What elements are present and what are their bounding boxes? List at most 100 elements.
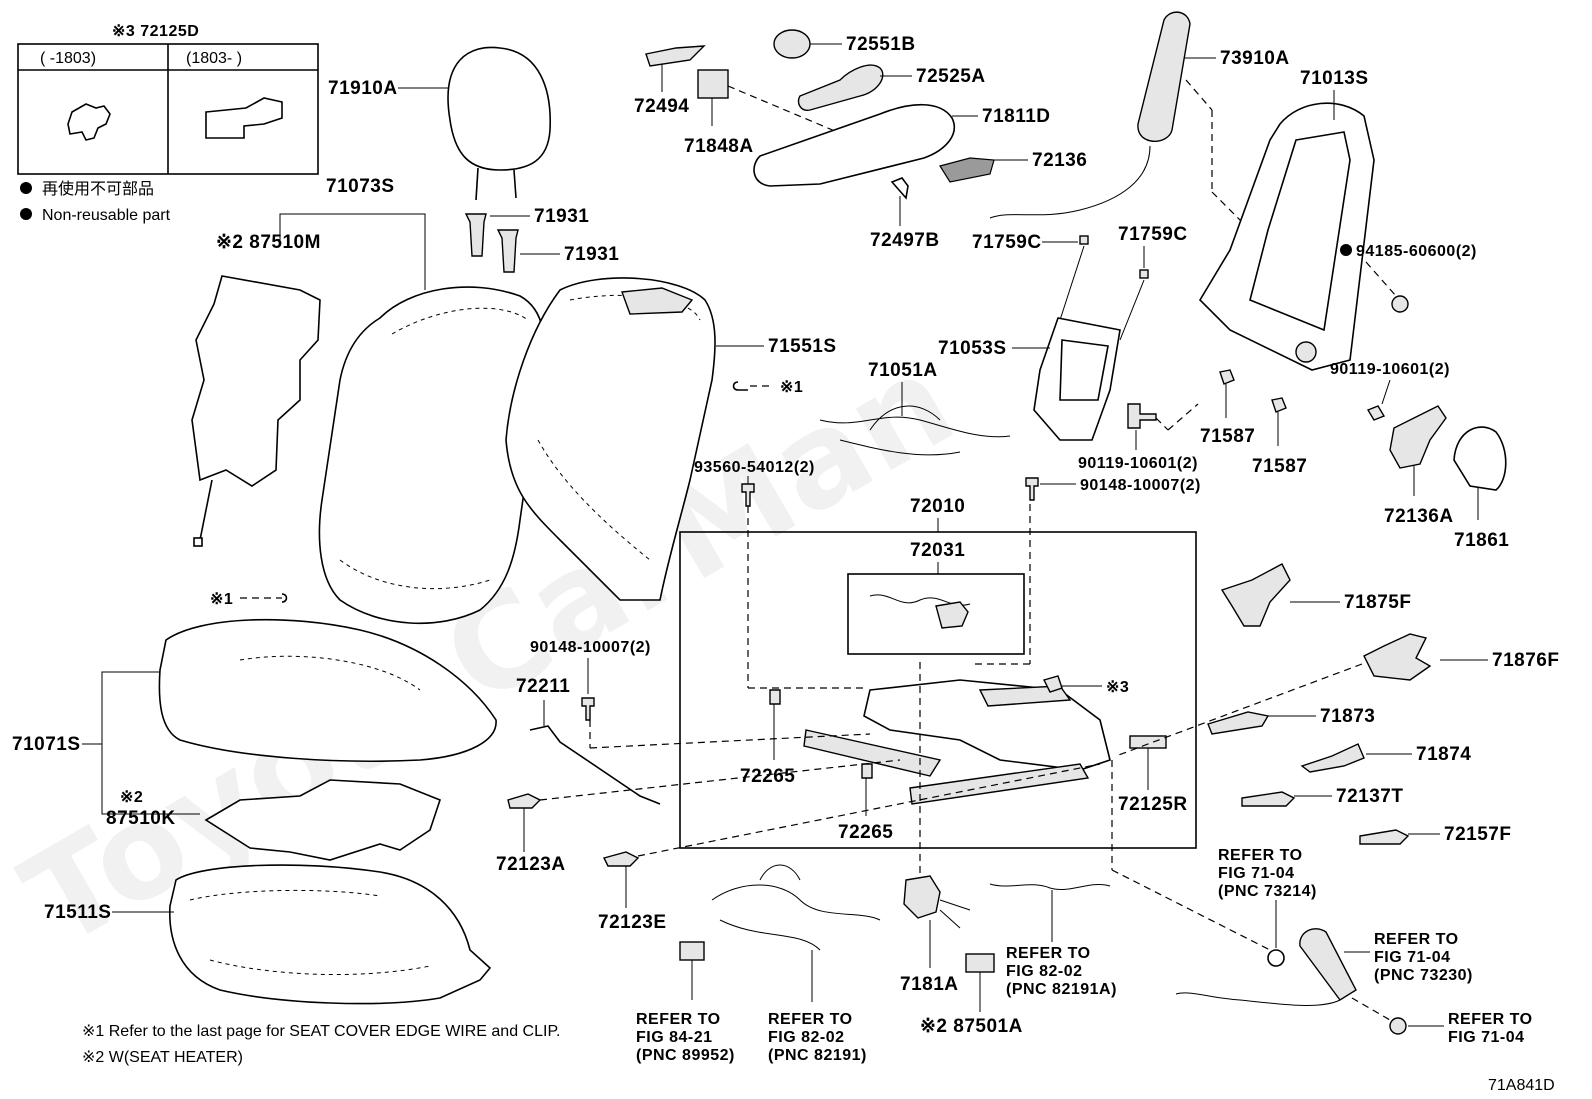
- label-71013s: 71013S: [1300, 68, 1369, 89]
- part-72551b: [773, 29, 811, 59]
- inset-col2: (1803- ): [186, 50, 242, 67]
- label-72010: 72010: [910, 496, 965, 517]
- nut-94185: [1391, 295, 1409, 313]
- label-72157f: 72157F: [1444, 824, 1511, 845]
- label-71073s: 71073S: [326, 176, 395, 197]
- svg-text:FIG 71-04: FIG 71-04: [1218, 865, 1295, 882]
- non-reusable-dot-94185: [1340, 244, 1352, 256]
- label-90119-a: 90119-10601(2): [1078, 455, 1198, 472]
- label-71551s: 71551S: [768, 336, 837, 357]
- svg-text:REFER TO: REFER TO: [636, 1011, 721, 1028]
- label-72031: 72031: [910, 540, 965, 561]
- switch-72136: [939, 157, 995, 183]
- svg-text:FIG 71-04: FIG 71-04: [1374, 949, 1451, 966]
- guide-71931-a: [464, 213, 487, 257]
- screw-90148-a: [1025, 477, 1039, 501]
- legend-en: Non-reusable part: [42, 207, 171, 224]
- refer-89952: REFER TO FIG 84-21 (PNC 89952): [636, 1011, 735, 1064]
- clip-72265-b: [861, 763, 873, 779]
- label-71931-a: 71931: [534, 206, 589, 227]
- label-72265-b: 72265: [838, 822, 893, 843]
- harness-82191: [711, 864, 881, 951]
- label-72211: 72211: [516, 676, 570, 697]
- refer-82191: REFER TO FIG 82-02 (PNC 82191): [768, 1011, 867, 1064]
- clip-72265-a: [769, 689, 781, 705]
- screw-93560: [741, 483, 755, 507]
- svg-text:FIG 84-21: FIG 84-21: [636, 1029, 713, 1046]
- svg-text:FIG 71-04: FIG 71-04: [1448, 1029, 1525, 1046]
- label-71051a: 71051A: [868, 360, 938, 381]
- label-87510k: 87510K: [106, 808, 176, 829]
- clip-72497b: [890, 177, 909, 200]
- cover-71875f: [1220, 563, 1291, 627]
- label-72137t: 72137T: [1336, 786, 1403, 807]
- cover-71873: [1207, 711, 1270, 735]
- clip-71759c-a: [1079, 235, 1089, 245]
- svg-text:REFER TO: REFER TO: [768, 1011, 853, 1028]
- svg-text:REFER TO: REFER TO: [1374, 931, 1459, 948]
- label-71875f: 71875F: [1344, 592, 1411, 613]
- shield-71811d: [753, 103, 955, 187]
- svg-text:REFER TO: REFER TO: [1006, 945, 1091, 962]
- cover-72123a: [507, 793, 542, 809]
- inset-72125d: ※3 72125D ( -1803) (1803- ): [17, 23, 319, 175]
- buckle-73230: [1299, 928, 1357, 1001]
- harness-82191a: [989, 883, 1111, 890]
- cover-72125r: [1129, 735, 1167, 749]
- svg-text:(PNC 82191): (PNC 82191): [768, 1047, 867, 1064]
- svg-text:(PNC 82191A): (PNC 82191A): [1006, 981, 1117, 998]
- label-71071s: 71071S: [12, 734, 81, 755]
- label-71587-b: 71587: [1252, 456, 1307, 477]
- wire-72211: [529, 725, 661, 805]
- inset-col1: ( -1803): [40, 50, 96, 67]
- part-72494: [645, 45, 706, 67]
- bracket-new-icon: [205, 97, 283, 139]
- refer-73214: REFER TO FIG 71-04 (PNC 73214): [1218, 847, 1316, 900]
- figure-code: 71A841D: [1488, 1077, 1555, 1094]
- label-71910a: 71910A: [328, 78, 398, 99]
- label-7181a: 7181A: [900, 974, 959, 995]
- non-reusable-dot-icon-2: [20, 208, 32, 220]
- svg-text:REFER TO: REFER TO: [1218, 847, 1303, 864]
- label-90148-b: 90148-10007(2): [530, 639, 651, 656]
- inset-title: ※3 72125D: [112, 23, 199, 40]
- label-71053s: 71053S: [938, 338, 1007, 359]
- adjuster-frame: [803, 679, 1111, 805]
- headrest-71910a: [447, 46, 551, 201]
- label-93560: 93560-54012(2): [694, 459, 815, 476]
- label-71861: 71861: [1454, 530, 1509, 551]
- cover-71874: [1300, 743, 1365, 773]
- pad-71587-a: [1219, 369, 1235, 385]
- refer-82191a: REFER TO FIG 82-02 (PNC 82191A): [1006, 945, 1117, 998]
- harness-71051a: [819, 405, 1011, 456]
- svg-text:FIG 82-02: FIG 82-02: [768, 1029, 845, 1046]
- heater-87510k: [204, 779, 441, 861]
- label-71873: 71873: [1320, 706, 1375, 727]
- refer-71-04: REFER TO FIG 71-04: [1448, 1011, 1533, 1046]
- footnote-1: ※1 Refer to the last page for SEAT COVER…: [82, 1023, 561, 1040]
- module-7181a: [903, 875, 941, 919]
- clip-mark-1-icon: [732, 381, 748, 391]
- cover-72157f: [1359, 829, 1410, 845]
- footnote-2: ※2 W(SEAT HEATER): [82, 1049, 243, 1066]
- label-71931-b: 71931: [564, 244, 619, 265]
- clip-71759c-b: [1139, 269, 1149, 279]
- label-71759c-a: 71759C: [972, 232, 1042, 253]
- sensor-87501a: [965, 953, 995, 973]
- svg-text:(PNC 89952): (PNC 89952): [636, 1047, 735, 1064]
- cushion-pad-71511s: [169, 864, 492, 1005]
- motor-box-72031: [847, 573, 1025, 655]
- cover-71876f: [1363, 633, 1432, 681]
- mark-1-a: ※1: [780, 379, 803, 396]
- label-72136a: 72136A: [1384, 506, 1454, 527]
- pad-71587-b: [1271, 397, 1287, 413]
- label-87510k-mark: ※2: [120, 789, 143, 806]
- label-71876f: 71876F: [1492, 650, 1559, 671]
- bolt-90119-a: [1127, 403, 1157, 429]
- clip-mark-3-icon: [1042, 675, 1063, 693]
- label-72265-a: 72265: [740, 766, 795, 787]
- svg-text:(PNC 73230): (PNC 73230): [1374, 967, 1473, 984]
- svg-text:REFER TO: REFER TO: [1448, 1011, 1533, 1028]
- label-87501a: ※2 87501A: [920, 1016, 1023, 1037]
